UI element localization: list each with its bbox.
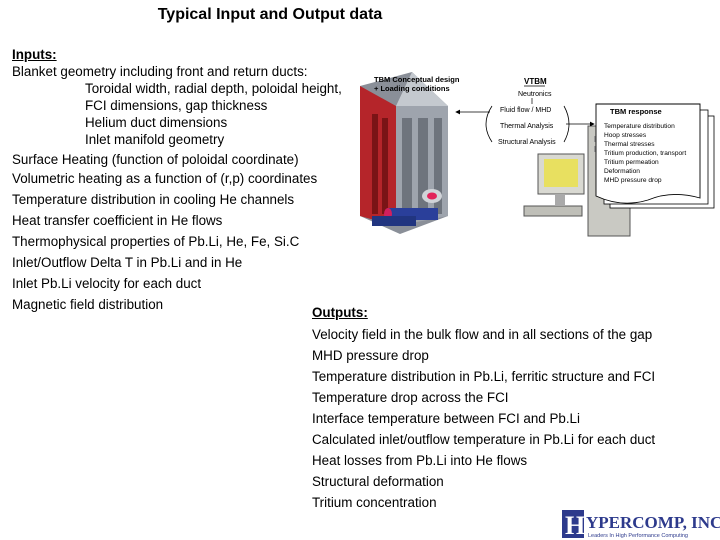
response-item: Thermal stresses [604,141,655,148]
workflow-figure: TBM Conceptual design + Loading conditio… [360,72,715,237]
input-item: Magnetic field distribution [12,297,164,312]
output-item: Heat losses from Pb.Li into He flows [312,453,528,468]
response-item: MHD pressure drop [604,177,662,184]
outputs-heading: Outputs: [312,305,368,320]
input-item: Volumetric heating as a function of (r,p… [12,171,318,186]
response-item: Tritium production, transport [604,150,686,157]
input-line: Surface Heating (function of poloidal co… [12,152,299,167]
output-item: Calculated inlet/outflow temperature in … [312,432,656,447]
output-item: Temperature distribution in Pb.Li, ferri… [312,369,656,384]
logo-text: YPERCOMP, INC. [586,513,720,532]
response-item: Hoop stresses [604,132,647,139]
input-item: Inlet/Outflow Delta T in Pb.Li and in He [12,255,243,270]
input-subline: Toroidal width, radial depth, poloidal h… [85,81,342,96]
output-item: Velocity field in the bulk flow and in a… [312,327,653,342]
input-item: Temperature distribution in cooling He c… [12,192,295,207]
input-item: Heat transfer coefficient in He flows [12,213,223,228]
input-item: Inlet Pb.Li velocity for each duct [12,276,202,291]
logo-letter: H [565,511,585,540]
vtbm-item: Thermal Analysis [500,123,554,130]
input-subline: FCI dimensions, gap thickness [85,98,268,113]
logo-tagline: Leaders In High Performance Computing [588,533,688,539]
slide-title: Typical Input and Output data [157,6,383,23]
vtbm-title: VTBM [524,77,547,86]
design-subtitle: + Loading conditions [374,84,450,93]
hypercomp-logo: H YPERCOMP, INC. Leaders In High Perform… [562,510,720,540]
response-item: Tritium permeation [604,159,659,166]
inputs-heading: Inputs: [12,47,57,62]
vtbm-item: Neutronics [518,91,552,98]
output-item: MHD pressure drop [312,348,429,363]
vtbm-item: Structural Analysis [498,139,556,146]
inputs-section: Inputs: Blanket geometry including front… [12,46,362,315]
input-item: Thermophysical properties of Pb.Li, He, … [12,234,300,249]
tbm-model-image [360,72,448,234]
vtbm-item: Fluid flow / MHD [500,107,551,114]
output-item: Temperature drop across the FCI [312,390,509,405]
response-title: TBM response [610,107,662,116]
output-item: Tritium concentration [312,495,437,510]
output-item: Interface temperature between FCI and Pb… [312,411,580,426]
input-line: Blanket geometry including front and ret… [12,64,308,79]
response-item: Temperature distribution [604,123,675,130]
output-item: Structural deformation [312,474,444,489]
design-title: TBM Conceptual design [374,75,460,84]
outputs-section: Outputs: Velocity field in the bulk flow… [312,304,712,513]
input-subline: Inlet manifold geometry [85,132,225,147]
response-item: Deformation [604,168,640,175]
input-subline: Helium duct dimensions [85,115,228,130]
response-pages [595,103,715,209]
